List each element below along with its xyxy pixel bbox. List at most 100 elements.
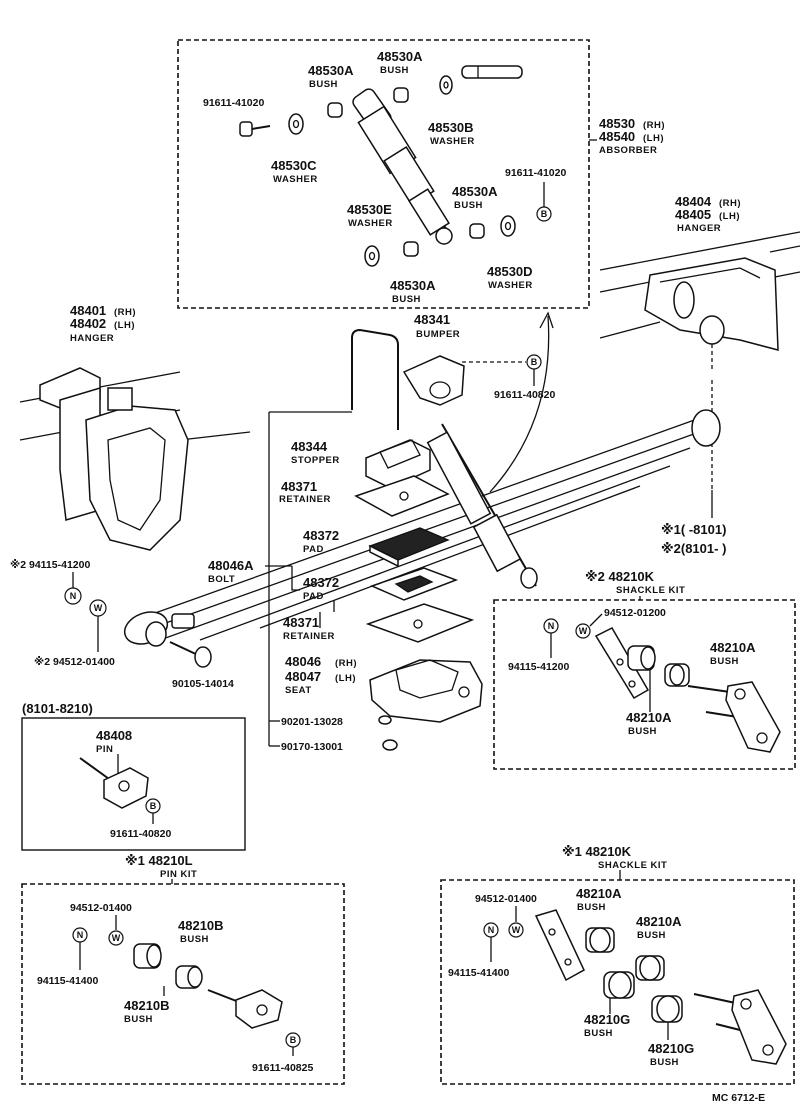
kit-shackle-1-box (440, 879, 795, 1085)
label-seat-suf2: (LH) (335, 673, 356, 684)
bolt-90105-14014-drawing (169, 613, 212, 668)
bush-48530A-2-drawing (393, 87, 409, 103)
label-48530C-name: WASHER (273, 174, 318, 185)
label-front-hanger-num1: 48401 (70, 303, 106, 318)
absorber-drawing (352, 65, 523, 245)
seat-drawing (369, 659, 483, 723)
label-stopper-num: 48344 (291, 439, 328, 454)
front-hanger-drawing (39, 367, 189, 551)
label-48046A: 48046A (208, 558, 254, 573)
label-rear-hanger-suf1: (RH) (719, 198, 741, 209)
kit-shackle-1-bush-g1-num: 48210G (584, 1012, 630, 1027)
label-48530A-1: 48530A (308, 63, 354, 78)
label-seat-suf1: (RH) (335, 658, 357, 669)
label-91611-41020-a: 91611-41020 (203, 97, 264, 109)
bush-48530A-4-drawing (403, 241, 419, 257)
kit-shackle-1-bush-a1-num: 48210A (576, 886, 622, 901)
kit-pin-num: 48408 (96, 728, 132, 743)
bumper-drawing (402, 355, 465, 406)
u-bolt-drawing (351, 328, 399, 430)
label-91611-40820: 91611-40820 (494, 389, 555, 401)
label-rear-hanger-num1: 48404 (675, 194, 712, 209)
kit-pin-bolt-label: 91611-40820 (110, 828, 171, 840)
label-retainer-upper-name: RETAINER (279, 494, 331, 505)
svg-text:N: N (548, 621, 555, 631)
kit-shackle-2-shackle-drawing (687, 681, 781, 753)
rear-hanger-drawing (644, 257, 779, 351)
label-48530A-2: 48530A (377, 49, 423, 64)
label-rear-hanger-suf2: (LH) (719, 211, 740, 222)
kit-shackle-2-name: SHACKLE KIT (616, 585, 685, 596)
note-2: ※2(8101- ) (661, 541, 726, 556)
kit-pin-1-pin-drawing (207, 989, 283, 1029)
label-48530B: 48530B (428, 120, 474, 135)
label-48046A-name: BOLT (208, 574, 235, 585)
kit-shackle-1-plate-drawing (534, 909, 585, 982)
note-1: ※1( -8101) (661, 522, 726, 537)
kit-shackle-1-bush-a1-drawing (585, 927, 615, 953)
kit-pin-box (21, 717, 246, 851)
pad-lower-drawing (369, 567, 459, 601)
kit-shackle-1-nut-label: 94115-41400 (448, 967, 509, 979)
kit-shackle-1-name: SHACKLE KIT (598, 860, 667, 871)
kit-shackle-1-washer-label: 94512-01400 (475, 893, 537, 905)
label-front-hanger-num2: 48402 (70, 316, 106, 331)
washer-48530B-drawing (439, 75, 453, 95)
kit-pin-1-bolt-label: 91611-40825 (252, 1062, 313, 1074)
bush-48530A-1-drawing (327, 102, 343, 118)
label-48530B-name: WASHER (430, 136, 475, 147)
label-48530A-4: 48530A (390, 278, 436, 293)
label-48530A-3: 48530A (452, 184, 498, 199)
label-90201-13028: 90201-13028 (281, 716, 343, 728)
kit-pin-1-bush-b1-name: BUSH (180, 934, 209, 945)
svg-text:B: B (531, 357, 538, 367)
bolt-symbol-absorber-text: B (541, 209, 548, 219)
kit-pin-name: PIN (96, 744, 113, 755)
kit-shackle-1-bush-a1-name: BUSH (577, 902, 606, 913)
kit-shackle-1-bush-g2-drawing (651, 995, 683, 1023)
svg-text:W: W (512, 925, 521, 935)
svg-text:W: W (94, 603, 103, 613)
label-90170-13001: 90170-13001 (281, 741, 343, 753)
washer-48530E-drawing (364, 245, 380, 267)
kit-pin-1-washer-symbol: W (108, 930, 124, 946)
svg-text:N: N (488, 925, 495, 935)
kit-shackle-1-bush-g2-num: 48210G (648, 1041, 694, 1056)
bolt-symbol-absorber: B (536, 206, 552, 222)
bolt-91611-41020-a-drawing (239, 121, 271, 137)
kit-shackle-1-washer-symbol: W (508, 922, 524, 938)
kit-shackle-2-bush-a2-name: BUSH (628, 726, 657, 737)
kit-shackle-1-bush-a2-num: 48210A (636, 914, 682, 929)
label-48530E: 48530E (347, 202, 392, 217)
label-rear-hanger-num2: 48405 (675, 207, 711, 222)
kit-shackle-1-nut-symbol: N (483, 922, 499, 938)
kit-shackle-2-title: ※2 48210K (585, 569, 655, 584)
kit-shackle-2-bush-a1-num: 48210A (710, 640, 756, 655)
label-seat-num1: 48046 (285, 654, 321, 669)
kit-pin-1-bush-b2-name: BUSH (124, 1014, 153, 1025)
label-48530A-1-name: BUSH (309, 79, 338, 90)
kit-pin-1-bush-b1-num: 48210B (178, 918, 224, 933)
svg-text:B: B (150, 801, 157, 811)
label-front-hanger-suf2: (LH) (114, 320, 135, 331)
label-seat-name: SEAT (285, 685, 312, 696)
label-bumper-num: 48341 (414, 312, 450, 327)
pad-upper-drawing (368, 527, 450, 568)
label-48530D: 48530D (487, 264, 533, 279)
svg-text:N: N (77, 930, 84, 940)
kit-pin-1-bush-b1-drawing (133, 943, 162, 969)
retainer-upper-drawing (354, 475, 450, 517)
label-bumper-name: BUMPER (416, 329, 460, 340)
kit-pin-1-washer-label: 94512-01400 (70, 902, 132, 914)
label-absorber-suf1: (RH) (643, 120, 665, 131)
label-seat-num2: 48047 (285, 669, 321, 684)
label-pad-lower-num: 48372 (303, 575, 339, 590)
kit-shackle-2-nut-label: 94115-41200 (508, 661, 569, 673)
kit-shackle-2-plate-drawing (594, 627, 650, 700)
kit-pin-drawing (79, 757, 149, 809)
label-48530A-2-name: BUSH (380, 65, 409, 76)
label-94115-41200-left: ※2 94115-41200 (10, 559, 90, 571)
label-pad-lower-name: PAD (303, 591, 324, 602)
label-absorber-name: ABSORBER (599, 145, 657, 156)
